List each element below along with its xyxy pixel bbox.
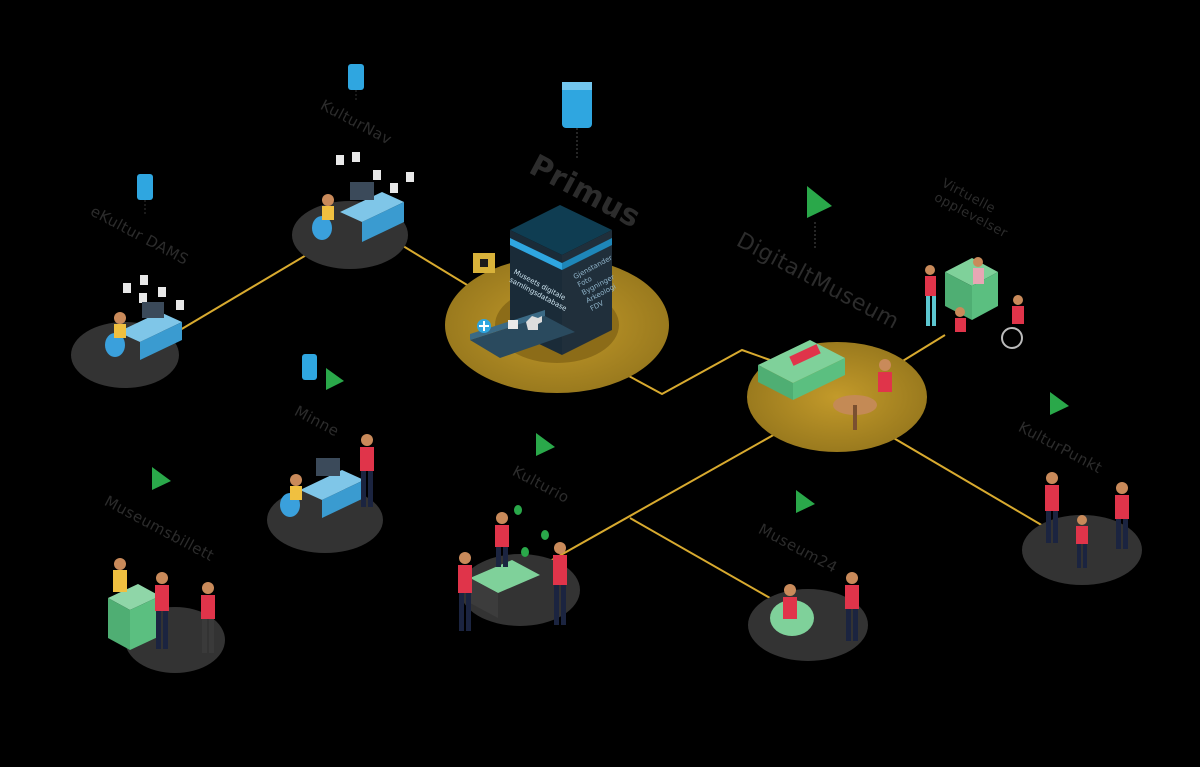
- museumsbillett-scene: [108, 558, 215, 653]
- museumsbillett-triangle-icon: [152, 467, 171, 490]
- primus-doc-icon: [562, 82, 592, 160]
- server-drawer: [470, 316, 575, 358]
- people-figures: [108, 434, 1129, 653]
- kulturio-scene: [458, 505, 567, 631]
- kulturnav-doc-icon: [348, 64, 364, 100]
- workstation-minne: [280, 458, 364, 518]
- digitaltmuseum-triangle-icon: [807, 186, 832, 218]
- minne-triangle-icon: [326, 368, 344, 390]
- workstation-kulturnav: [312, 182, 404, 242]
- kulturpunkt-scene: [1045, 472, 1129, 568]
- minne-doc-icon: [302, 354, 317, 380]
- server-band-side: [562, 238, 612, 270]
- kulturio-triangle-icon: [536, 433, 555, 456]
- rocking-horse-icon: [526, 316, 542, 330]
- platform-kulturpunkt: [1022, 515, 1142, 585]
- kulturpunkt-triangle-icon: [1050, 392, 1069, 415]
- primus-server: [470, 205, 612, 358]
- workstation-ekultur-dams: [105, 302, 182, 360]
- image-icon: [508, 320, 518, 329]
- person-minne: [360, 434, 374, 507]
- museum24-scene: [770, 572, 859, 641]
- line-dm-kulturio: [519, 419, 801, 579]
- server-top: [510, 205, 612, 255]
- line-kulturio-museum24: [629, 517, 771, 599]
- digitaltmuseum-scene: [758, 340, 892, 430]
- server-band-front: [510, 238, 562, 270]
- floating-pages: [123, 152, 414, 310]
- server-drawer-top: [470, 310, 545, 340]
- ekultur-dams-doc-icon: [137, 174, 153, 214]
- line-dm-kulturpunkt: [879, 429, 1051, 531]
- museum24-triangle-icon: [796, 490, 815, 513]
- virtuelle-scene: [925, 257, 1024, 349]
